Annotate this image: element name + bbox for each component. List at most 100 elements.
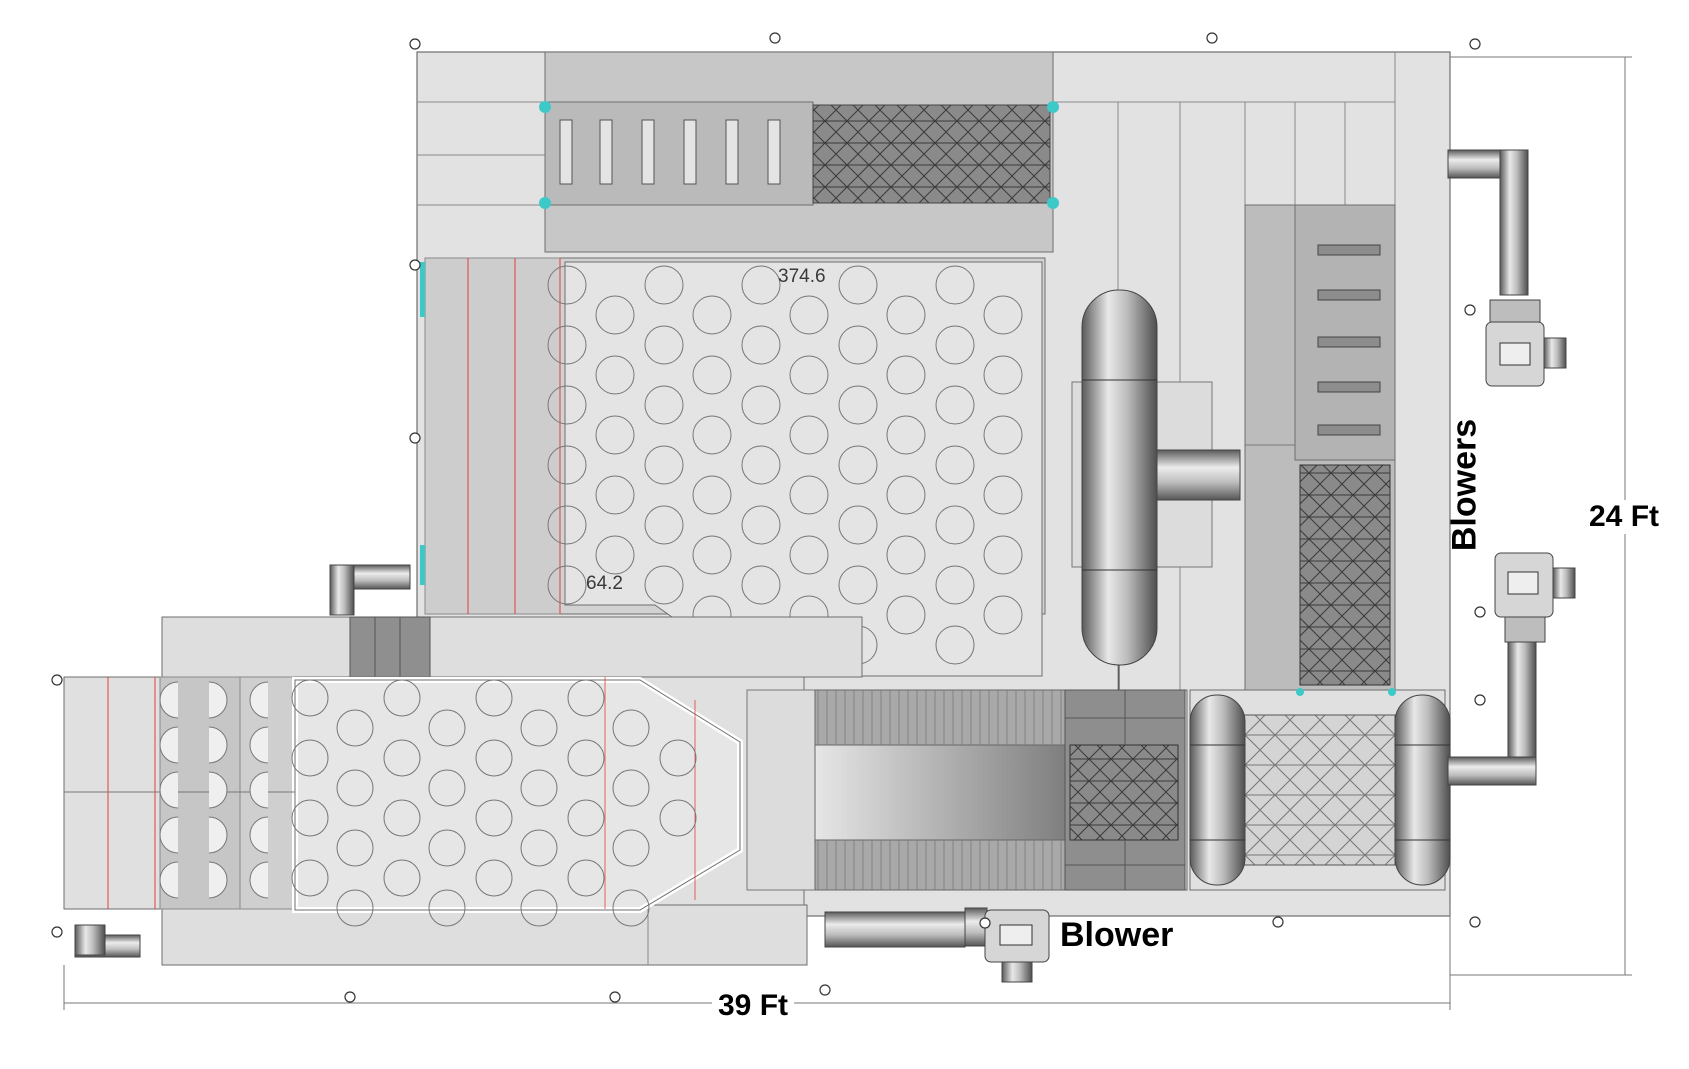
anchor-pin (609, 991, 621, 1003)
half-filter (249, 771, 269, 809)
filter-circle (644, 445, 684, 485)
filter-circle (935, 325, 975, 365)
filter-circle (547, 325, 587, 365)
half-filter (249, 726, 269, 764)
half-filter (159, 861, 179, 899)
filter-circle (886, 595, 926, 635)
filter-circle (547, 565, 587, 605)
filter-circle (595, 295, 635, 335)
filter-circle (838, 265, 878, 305)
filter-circle (741, 325, 781, 365)
half-filter (159, 771, 179, 809)
filter-circle (520, 769, 558, 807)
filter-circle (886, 475, 926, 515)
filter-circle (428, 829, 466, 867)
filter-circle (291, 679, 329, 717)
anchor-pin (1206, 32, 1218, 44)
filter-circle (789, 295, 829, 335)
filter-circle (475, 799, 513, 837)
filter-circle (741, 445, 781, 485)
filter-circle (838, 385, 878, 425)
half-filter (208, 681, 228, 719)
anchor-pin (1469, 916, 1481, 928)
anchor-pin (409, 259, 421, 271)
filter-circle (291, 799, 329, 837)
filter-circle (383, 799, 421, 837)
filter-circle (789, 475, 829, 515)
filter-circle (983, 535, 1023, 575)
filter-circle (595, 535, 635, 575)
filter-circle (838, 565, 878, 605)
half-filter (249, 816, 269, 854)
filter-circle (741, 265, 781, 305)
filter-circle (692, 415, 732, 455)
baffle (683, 119, 697, 185)
half-filter (249, 681, 269, 719)
baffle (1317, 336, 1381, 348)
top-plenum (544, 51, 1054, 253)
filter-circle (383, 739, 421, 777)
filter-circle (935, 265, 975, 305)
filter-circle (475, 739, 513, 777)
filter-circle (886, 535, 926, 575)
filter-circle (789, 415, 829, 455)
filter-circle (644, 265, 684, 305)
filter-circle (983, 295, 1023, 335)
filter-circle (291, 739, 329, 777)
filter-circle (567, 859, 605, 897)
baffle (1317, 424, 1381, 436)
baffle (1317, 244, 1381, 256)
filter-circle (838, 325, 878, 365)
filter-circle (336, 709, 374, 747)
half-filter (159, 816, 179, 854)
baffle (1317, 289, 1381, 301)
filter-circle (644, 325, 684, 365)
filter-circle (644, 385, 684, 425)
filter-circle (935, 385, 975, 425)
half-filter (208, 861, 228, 899)
filter-circle (741, 385, 781, 425)
filter-circle (547, 445, 587, 485)
lower-transition-section (746, 689, 1188, 891)
filter-circle (475, 859, 513, 897)
lower-left-wing (63, 616, 863, 966)
filter-circle (983, 475, 1023, 515)
central-duct-cylinder (1071, 289, 1241, 690)
baffle (559, 119, 573, 185)
filter-circle (336, 769, 374, 807)
filter-circle (692, 355, 732, 395)
baffle (641, 119, 655, 185)
width-dimension-label: 39 Ft (712, 989, 795, 1023)
baffle (1317, 381, 1381, 393)
filter-circle (838, 505, 878, 545)
filter-circle (567, 739, 605, 777)
filter-circle (612, 829, 650, 867)
anchor-pin (51, 926, 63, 938)
filter-circle (612, 769, 650, 807)
blower-unit-top (1485, 299, 1567, 387)
filter-circle (886, 295, 926, 335)
filter-circle (336, 829, 374, 867)
filter-circle (789, 355, 829, 395)
baffle (599, 119, 613, 185)
filter-circle (428, 889, 466, 927)
measure-label-top: 374.6 (778, 266, 826, 287)
anchor-pin (344, 991, 356, 1003)
filter-circle (520, 709, 558, 747)
filter-circle (547, 265, 587, 305)
filter-circle (383, 859, 421, 897)
half-filter (208, 816, 228, 854)
filter-circle (935, 565, 975, 605)
anchor-pin (769, 32, 781, 44)
blowers-label: Blowers (1445, 418, 1484, 552)
half-filter (249, 861, 269, 899)
half-filter (159, 681, 179, 719)
filter-circle (983, 415, 1023, 455)
filter-circle (291, 859, 329, 897)
anchor-pin (1474, 606, 1486, 618)
anchor-pin (979, 917, 991, 929)
filter-circle (983, 595, 1023, 635)
filter-circle (983, 355, 1023, 395)
